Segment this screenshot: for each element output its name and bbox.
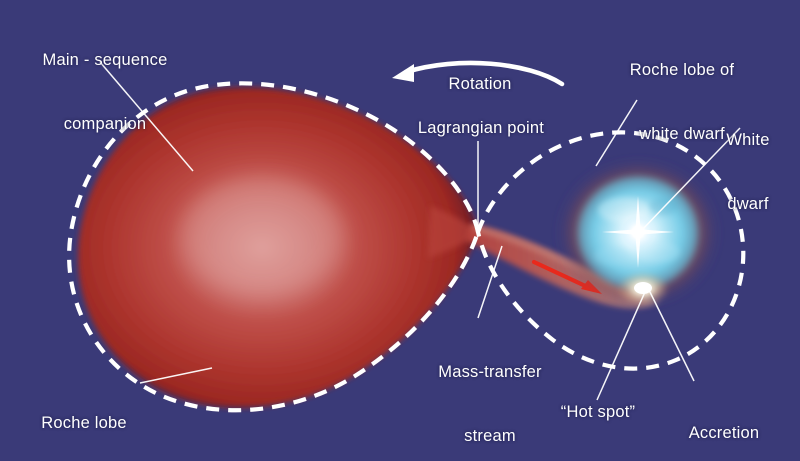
roche-lobe-companion xyxy=(67,81,481,413)
white-dwarf xyxy=(602,196,674,268)
leader-mass-transfer-stream xyxy=(477,245,503,319)
stream-neck xyxy=(428,206,478,258)
roche-lobes xyxy=(67,81,746,413)
leader-white-dwarf xyxy=(639,127,741,233)
rotation-arc xyxy=(403,60,565,87)
leader-accretion-disk xyxy=(647,287,695,382)
accretion-disk-group xyxy=(558,160,718,306)
leader-roche-lobe-white-dwarf xyxy=(595,99,638,167)
rotation-arrow-head xyxy=(392,64,414,82)
roche-lobe-white-dwarf xyxy=(475,130,746,371)
white-dwarf-star-flare xyxy=(602,196,674,268)
hot-spot-glow xyxy=(617,272,669,306)
main-sequence-companion-star xyxy=(78,87,478,408)
leader-lines xyxy=(99,61,741,401)
leader-roche-lobe-companion xyxy=(139,367,213,384)
leader-main-sequence-companion xyxy=(99,61,194,172)
hot-spot-core xyxy=(634,282,652,294)
companion-core-glow xyxy=(180,175,344,299)
rotation-arrow xyxy=(392,60,565,87)
leader-hot-spot xyxy=(596,291,646,401)
